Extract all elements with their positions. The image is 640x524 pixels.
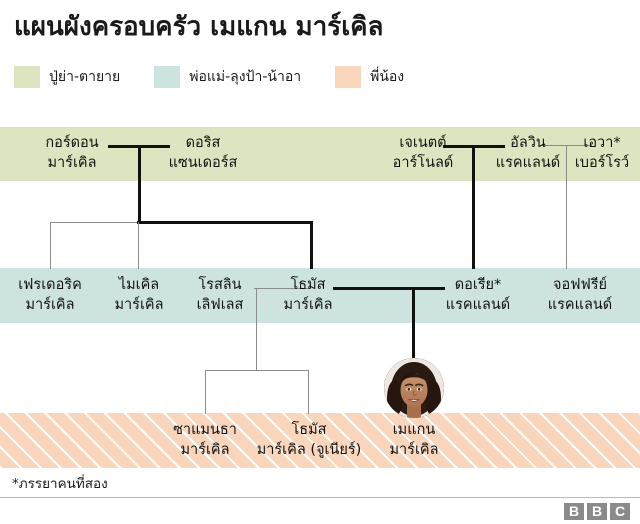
legend-swatch-grandparents <box>14 66 40 88</box>
avatar-meghan-markle <box>384 358 444 418</box>
person-michael-markle: ไมเคิล มาร์เคิล <box>96 275 182 315</box>
person-name-line1: ไมเคิล <box>118 277 160 293</box>
marriage-line-thomas-doria <box>333 287 445 290</box>
page-title: แผนผังครอบครัว เมแกน มาร์เคิล <box>14 12 384 42</box>
legend-item-parents: พ่อแม่-ลุงป้า-น้าอา <box>154 66 301 88</box>
person-roslyn-loveless: โรสลิน เลิฟเลส <box>178 275 262 315</box>
legend-label-grandparents: ปู่ย่า-ตายาย <box>49 69 121 85</box>
person-alvin-ragland: อัลวิน แรคแลนด์ <box>480 133 576 173</box>
descent-line-doria <box>472 145 475 269</box>
person-name-line2: เบอร์โรว์ <box>574 155 630 171</box>
legend: ปู่ย่า-ตายาย พ่อแม่-ลุงป้า-น้าอา พี่น้อง <box>14 66 438 88</box>
descent-line-roslyn-thomas <box>256 288 257 370</box>
person-gordon-markle: กอร์ดอน มาร์เคิล <box>22 133 122 173</box>
descent-line-thomas-junior <box>308 370 309 414</box>
sibling-bar-markle-left <box>50 222 139 223</box>
person-thomas-markle-junior: โธมัส มาร์เคิล (จูเนียร์) <box>250 420 368 460</box>
person-thomas-markle: โธมัส มาร์เคิล <box>266 275 350 315</box>
descent-line-frederick <box>50 222 51 269</box>
person-meghan-markle: เมแกน มาร์เคิล <box>366 420 462 460</box>
legend-swatch-siblings <box>335 66 362 88</box>
legend-label-siblings: พี่น้อง <box>370 69 405 85</box>
generation-band-grandparents <box>0 127 640 181</box>
sibling-bar-markle-right <box>137 221 312 224</box>
person-name-line2: แซนเดอร์ส <box>168 155 238 171</box>
person-name-line2: แรคแลนด์ <box>445 297 511 313</box>
person-doris-sanders: ดอริส แซนเดอร์ส <box>148 133 258 173</box>
descent-line-gordon-doris <box>138 145 141 223</box>
person-name-line2: มาร์เคิล <box>180 442 230 458</box>
descent-line-samantha <box>205 370 206 414</box>
person-samantha-markle: ซาแมนธา มาร์เคิล <box>155 420 255 460</box>
person-name-line1: เมแกน <box>392 422 436 438</box>
footnote: *ภรรยาคนที่สอง <box>12 476 108 492</box>
portrait-illustration <box>384 358 444 418</box>
person-eva-burrow: เอวา* เบอร์โรว์ <box>564 133 640 173</box>
descent-line-thomas-doria <box>412 287 415 361</box>
person-name-line2: มาร์เคิล <box>114 297 164 313</box>
bbc-logo-letter-3: C <box>610 503 630 520</box>
person-jeanette-arnold: เจเนตต์ อาร์โนลด์ <box>377 133 469 173</box>
bbc-logo-letter-2: B <box>587 503 607 520</box>
person-name-line1: โธมัส <box>290 277 326 293</box>
descent-line-thomas <box>310 221 313 269</box>
generation-band-siblings <box>0 413 640 468</box>
legend-swatch-parents <box>154 66 181 88</box>
bbc-logo-letter-1: B <box>564 503 584 520</box>
person-name-line2: มาร์เคิล <box>389 442 439 458</box>
person-name-line1: โรสลิน <box>198 277 242 293</box>
person-name-line1: โธมัส <box>291 422 327 438</box>
person-name-line2: แรคแลนด์ <box>495 155 561 171</box>
person-name-line2: แรคแลนด์ <box>547 297 613 313</box>
person-name-line1: จอฟฟรีย์ <box>552 277 608 293</box>
person-name-line2: มาร์เคิล <box>25 297 75 313</box>
legend-item-grandparents: ปู่ย่า-ตายาย <box>14 66 120 88</box>
person-doria-ragland: ดอเรีย* แรคแลนด์ <box>430 275 526 315</box>
descent-line-michael <box>138 222 139 269</box>
legend-item-siblings: พี่น้อง <box>335 66 404 88</box>
person-name-line1: เอวา* <box>583 135 621 151</box>
sibling-bar-gen3 <box>205 370 309 371</box>
person-name-line2: เลิฟเลส <box>196 297 244 313</box>
person-name-line1: อัลวิน <box>510 135 546 151</box>
person-frederick-markle: เฟรเดอริค มาร์เคิล <box>0 275 100 315</box>
person-name-line1: ดอเรีย* <box>454 277 502 293</box>
person-name-line1: กอร์ดอน <box>45 135 99 151</box>
person-name-line1: ดอริส <box>185 135 221 151</box>
legend-label-parents: พ่อแม่-ลุงป้า-น้าอา <box>189 69 302 85</box>
footer-divider <box>0 497 640 498</box>
person-name-line1: เจเนตต์ <box>399 135 447 151</box>
person-name-line1: ซาแมนธา <box>173 422 237 438</box>
person-name-line2: มาร์เคิล (จูเนียร์) <box>256 442 362 458</box>
marriage-line-roslyn-thomas <box>254 288 310 289</box>
person-name-line2: มาร์เคิล <box>47 155 97 171</box>
descent-line-geoffrey <box>566 145 567 269</box>
person-name-line2: มาร์เคิล <box>283 297 333 313</box>
person-geoffrey-ragland: จอฟฟรีย์ แรคแลนด์ <box>528 275 632 315</box>
generation-band-parents <box>0 268 640 323</box>
person-name-line2: อาร์โนลด์ <box>392 155 454 171</box>
person-name-line1: เฟรเดอริค <box>18 277 82 293</box>
bbc-logo: B B C <box>564 503 630 520</box>
